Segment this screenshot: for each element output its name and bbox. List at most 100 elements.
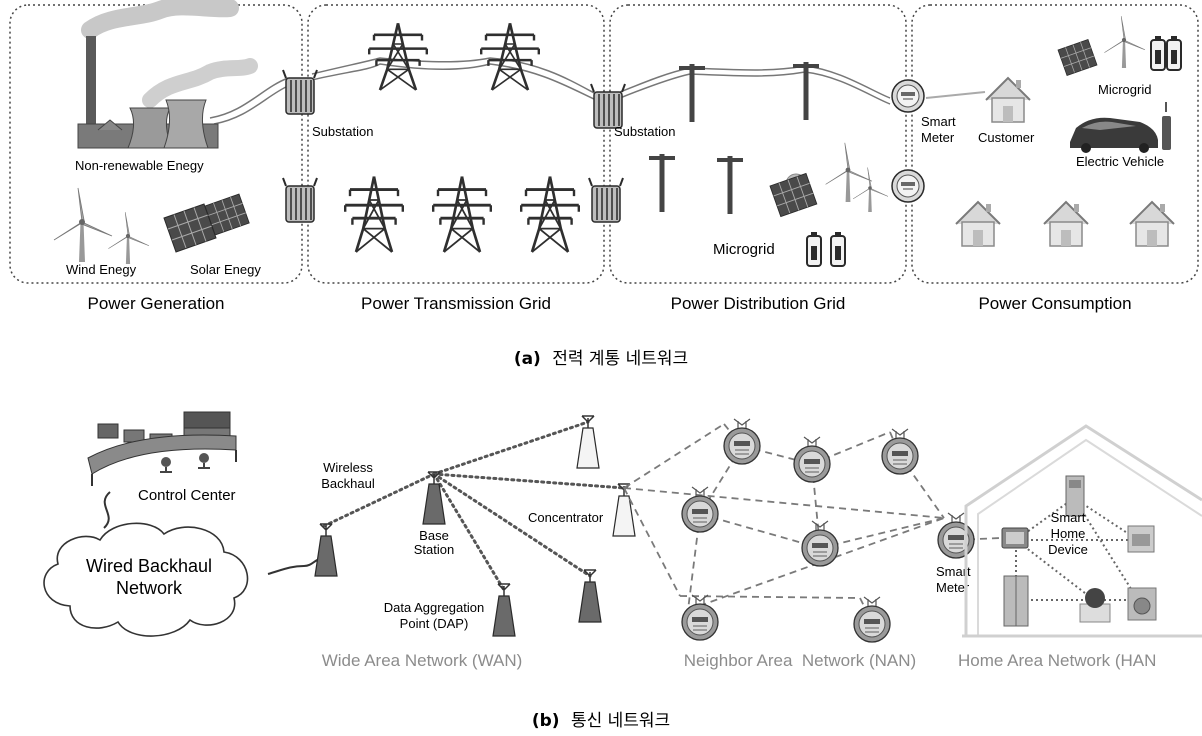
communication-network-diagram: Control Center Wired Backhaul Network Wi…: [43, 411, 1202, 731]
distribution-turbine-small-icon: [852, 167, 889, 213]
transmission-box: [307, 4, 605, 284]
battery-icon: [1166, 35, 1182, 71]
section-title-generation: Power Generation: [87, 294, 224, 313]
base-station-label-2: Station: [414, 542, 454, 557]
wan-links: [322, 420, 626, 592]
substation-transformer-3-icon: [590, 83, 626, 129]
nan-meter-icon: [723, 418, 761, 465]
nan-meter-icon: [881, 428, 919, 475]
concentrator-tower-icon: [577, 416, 599, 468]
smart-meter-label-2: Meter: [921, 130, 955, 145]
nan-meter-icon: [793, 436, 831, 483]
washing-machine-icon: [1127, 587, 1157, 621]
concentrator-icon: [613, 484, 635, 536]
smart-home-label-2: Home: [1051, 526, 1086, 541]
power-lines: [209, 57, 986, 125]
distribution-turbine-icon: [825, 142, 873, 203]
transmission-tower-icon: [479, 21, 541, 92]
control-center-label: Control Center: [138, 487, 236, 504]
wired-link: [267, 557, 323, 575]
battery-icon: [1150, 35, 1166, 71]
concentrator-label: Concentrator: [528, 510, 604, 525]
substation-transformer-2-icon: [282, 177, 318, 223]
wired-link: [103, 491, 111, 529]
wind-label: Wind Enegy: [66, 262, 137, 277]
utility-pole-icon: [793, 62, 819, 120]
smart-meter-icon: [891, 79, 925, 113]
section-title-distribution: Power Distribution Grid: [671, 294, 846, 313]
house-icon: [955, 201, 1001, 247]
smart-meter-b-label-1: Smart: [936, 564, 971, 579]
dap-tower-2-icon: [579, 570, 601, 622]
han-house-outline: [964, 424, 1202, 636]
consumption-box: [911, 4, 1199, 284]
battery-icon: [806, 231, 822, 267]
wireless-backhaul-label-1: Wireless: [323, 460, 373, 475]
section-title-consumption: Power Consumption: [978, 294, 1131, 313]
wind-turbine-small-icon: [108, 211, 150, 265]
caption-a-letter: (a): [514, 349, 541, 369]
home-smart-meter-icon: [937, 512, 975, 559]
electric-vehicle-icon: [1070, 102, 1171, 153]
substation-label-2: Substation: [614, 124, 675, 139]
smart-home-label-3: Device: [1048, 542, 1088, 557]
refrigerator-icon: [1003, 575, 1029, 627]
generation-box: [9, 4, 303, 284]
caption-a: (a) 전력 계통 네트워크: [514, 349, 688, 369]
oven-icon: [1127, 525, 1155, 553]
house-icon: [1129, 201, 1175, 247]
wired-backhaul-cloud: [43, 522, 249, 637]
nan-meter-icon: [853, 596, 891, 643]
transmission-tower-icon: [367, 21, 429, 92]
smart-home-label-1: Smart: [1051, 510, 1086, 525]
consumption-turbine-icon: [1104, 15, 1146, 69]
utility-pole-icon: [679, 64, 705, 122]
wan-label: Wide Area Network (WAN): [322, 651, 523, 670]
house-icon: [1043, 201, 1089, 247]
han-controller-icon: [1001, 527, 1029, 549]
caption-b: (b) 통신 네트워크: [532, 711, 670, 731]
smart-meter-label-1: Smart: [921, 114, 956, 129]
battery-icon: [830, 231, 846, 267]
caption-b-text: 통신 네트워크: [571, 711, 670, 731]
caption-a-text: 전력 계통 네트워크: [552, 349, 688, 369]
consumption-solar-icon: [1057, 39, 1098, 76]
transmission-tower-icon: [343, 175, 405, 254]
solar-label: Solar Enegy: [190, 262, 261, 277]
customer-house-icon: [985, 77, 1031, 123]
transmission-tower-icon: [519, 175, 581, 254]
control-center-icon: [87, 411, 237, 486]
utility-pole-icon: [717, 156, 743, 214]
wan-tower-icon: [315, 524, 337, 576]
smart-meter-2-icon: [891, 169, 925, 203]
nan-meter-icon: [801, 520, 839, 567]
han-house-inner-outline: [977, 438, 1202, 636]
wind-turbine-icon: [53, 187, 113, 263]
wireless-backhaul-label-2: Backhaul: [321, 476, 375, 491]
caption-b-letter: (b): [532, 711, 560, 731]
han-label: Home Area Network (HAN: [958, 651, 1156, 670]
microgrid-dist-label: Microgrid: [713, 241, 775, 258]
wired-backhaul-label-1: Wired Backhaul: [86, 556, 212, 576]
base-station-icon: [423, 472, 445, 524]
distribution-box: [609, 4, 907, 284]
customer-label: Customer: [978, 130, 1035, 145]
distribution-solar-icon: [769, 172, 818, 218]
nan-label: Neighbor Area Network (NAN): [684, 651, 916, 670]
smart-home-device-icon: [1065, 475, 1085, 517]
robot-vacuum-icon: [1079, 588, 1111, 623]
section-title-transmission: Power Transmission Grid: [361, 294, 551, 313]
wired-backhaul-label-2: Network: [116, 578, 183, 598]
base-station-label-1: Base: [419, 528, 449, 543]
dap-label-1: Data Aggregation: [384, 600, 484, 615]
power-grid-diagram: Non-renewable Enegy Wind Enegy Solar Ene…: [9, 0, 1199, 369]
transmission-tower-icon: [431, 175, 493, 254]
non-renewable-label: Non-renewable Enegy: [75, 158, 204, 173]
substation-transformer-icon: [282, 69, 318, 115]
utility-pole-icon: [649, 154, 675, 212]
dap-tower-icon: [493, 584, 515, 636]
substation-transformer-4-icon: [588, 177, 624, 223]
electric-vehicle-label: Electric Vehicle: [1076, 154, 1164, 169]
